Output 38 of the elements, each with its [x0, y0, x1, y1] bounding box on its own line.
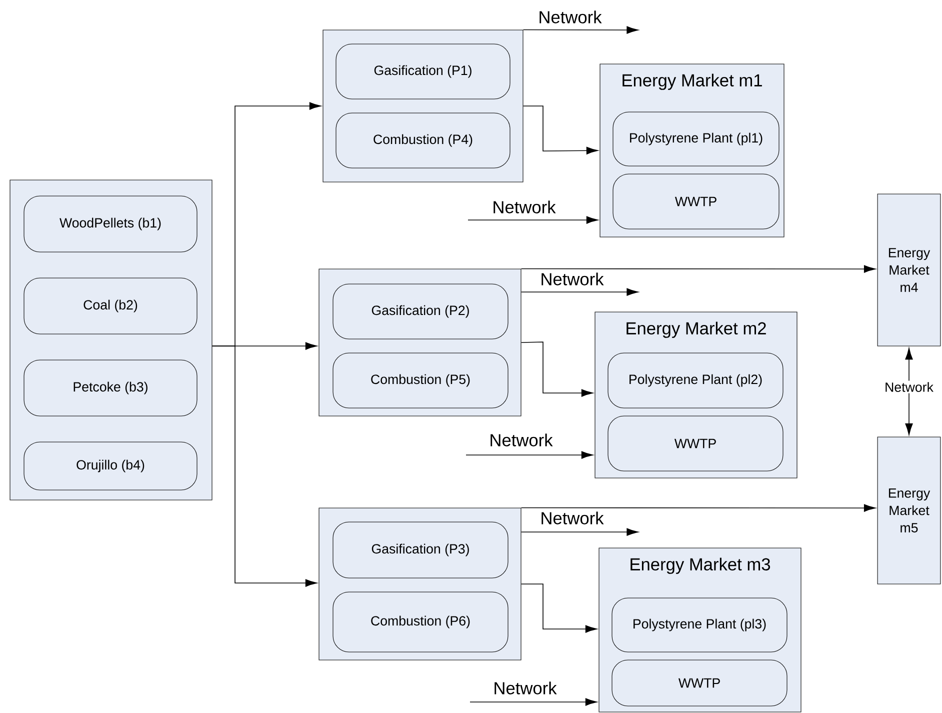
market-box: Energy Market m4 [877, 194, 941, 346]
arrow [520, 504, 876, 512]
process-box: Polystyrene Plant (pl1) [612, 112, 780, 166]
process-box: WWTP [608, 416, 784, 472]
process-box: Gasification (P3) [332, 522, 508, 578]
process-box: Polystyrene Plant (pl3) [612, 598, 788, 652]
arrow [520, 528, 638, 536]
edge-label: Network [538, 510, 606, 526]
arrow [522, 26, 638, 34]
process-box: Combustion (P4) [336, 112, 510, 168]
market-box: Energy Market m5 [877, 436, 941, 584]
arrow [522, 106, 598, 154]
edge-label: Network [536, 9, 604, 25]
arrow [520, 265, 876, 273]
edge-label: Network [492, 680, 558, 696]
edge-label: Network [490, 199, 558, 215]
process-box: WWTP [612, 660, 788, 706]
arrow [468, 216, 598, 224]
process-box: Coal (b2) [24, 278, 198, 334]
arrow [470, 698, 598, 706]
arrow [520, 584, 598, 633]
process-box: Gasification (P1) [336, 44, 510, 100]
process-box: Petcoke (b3) [24, 360, 198, 416]
edge-label: Network [883, 380, 935, 394]
arrow [520, 342, 594, 397]
process-box: Polystyrene Plant (pl2) [608, 352, 784, 408]
process-box: Gasification (P2) [332, 284, 508, 340]
edge-label: Network [488, 432, 554, 448]
arrow [520, 288, 638, 296]
process-box: Combustion (P5) [332, 352, 508, 408]
arrow [905, 348, 913, 436]
process-box: Orujillo (b4) [24, 442, 198, 490]
edge-label: Network [538, 271, 606, 287]
arrow [212, 346, 318, 587]
process-box: WoodPellets (b1) [24, 196, 198, 252]
process-box: Combustion (P6) [332, 592, 508, 652]
arrow [466, 451, 594, 459]
process-box: WWTP [612, 174, 780, 230]
